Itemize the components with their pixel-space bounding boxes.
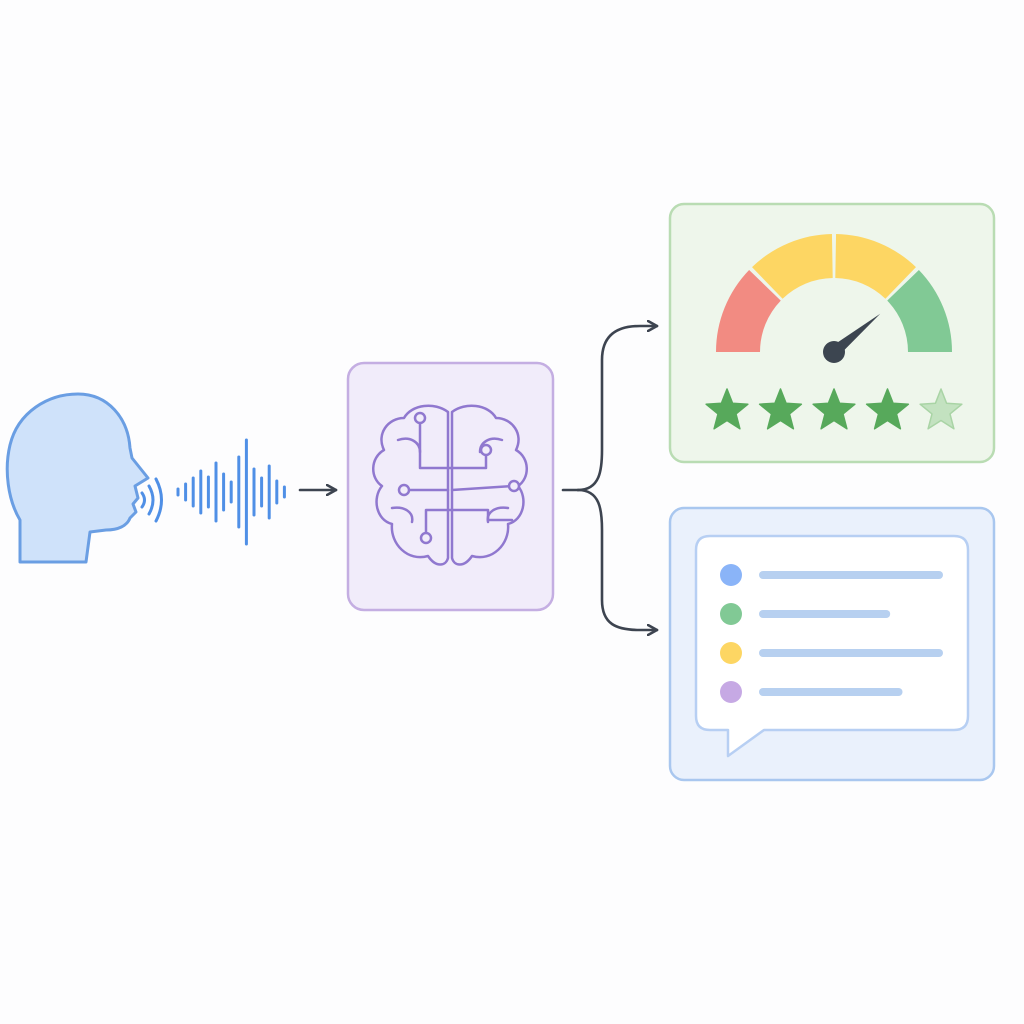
- speech-arc-medium: [147, 484, 155, 516]
- chat-bubble-list-icon: [694, 534, 970, 758]
- processor-box: [346, 361, 555, 612]
- star-rating: [705, 388, 963, 430]
- list-bullet: [720, 564, 742, 586]
- circuit-node-5: [419, 531, 433, 545]
- sound-wave-icon: [176, 438, 286, 546]
- gauge-segment-yellow-left: [752, 234, 833, 299]
- gauge-hub: [823, 341, 845, 363]
- gauge-meter-icon: [716, 234, 952, 363]
- list-bullet: [720, 603, 742, 625]
- arrow-to-summary-panel: [576, 488, 659, 630]
- brain-fold-left-2: [390, 506, 414, 524]
- star-icon-filled: [705, 388, 749, 430]
- star-icon-filled: [758, 388, 803, 430]
- brain-left-hemisphere: [372, 404, 450, 566]
- chat-bubble: [694, 534, 970, 758]
- speech-arcs: [140, 477, 163, 523]
- list-bullet: [720, 681, 742, 703]
- star-icon-empty: [919, 388, 963, 430]
- speech-arc-large: [154, 477, 163, 523]
- star-icon-filled: [865, 388, 910, 430]
- gauge-segment-yellow-right: [835, 234, 916, 299]
- circuit-trace-2: [446, 454, 488, 470]
- circuit-node-3: [397, 483, 411, 497]
- arrow-to-score-panel: [576, 326, 659, 492]
- brain-circuit-icon: [372, 404, 528, 566]
- gauge-segment-green: [887, 270, 952, 352]
- circuit-node-1: [413, 411, 427, 425]
- list-bullet: [720, 642, 742, 664]
- star-icon-filled: [812, 388, 856, 430]
- circuit-trace-1: [418, 416, 450, 470]
- gauge-segment-red: [716, 270, 781, 352]
- circuit-node-4: [507, 479, 521, 493]
- person-head-speaking-icon: [5, 392, 150, 564]
- circuit-trace-4: [450, 484, 514, 492]
- branch-arrows: [561, 326, 659, 630]
- speech-arc-small: [140, 491, 146, 509]
- circuit-trace-5: [424, 508, 454, 538]
- circuit-trace-6: [450, 508, 514, 522]
- circuit-node-2: [479, 443, 493, 457]
